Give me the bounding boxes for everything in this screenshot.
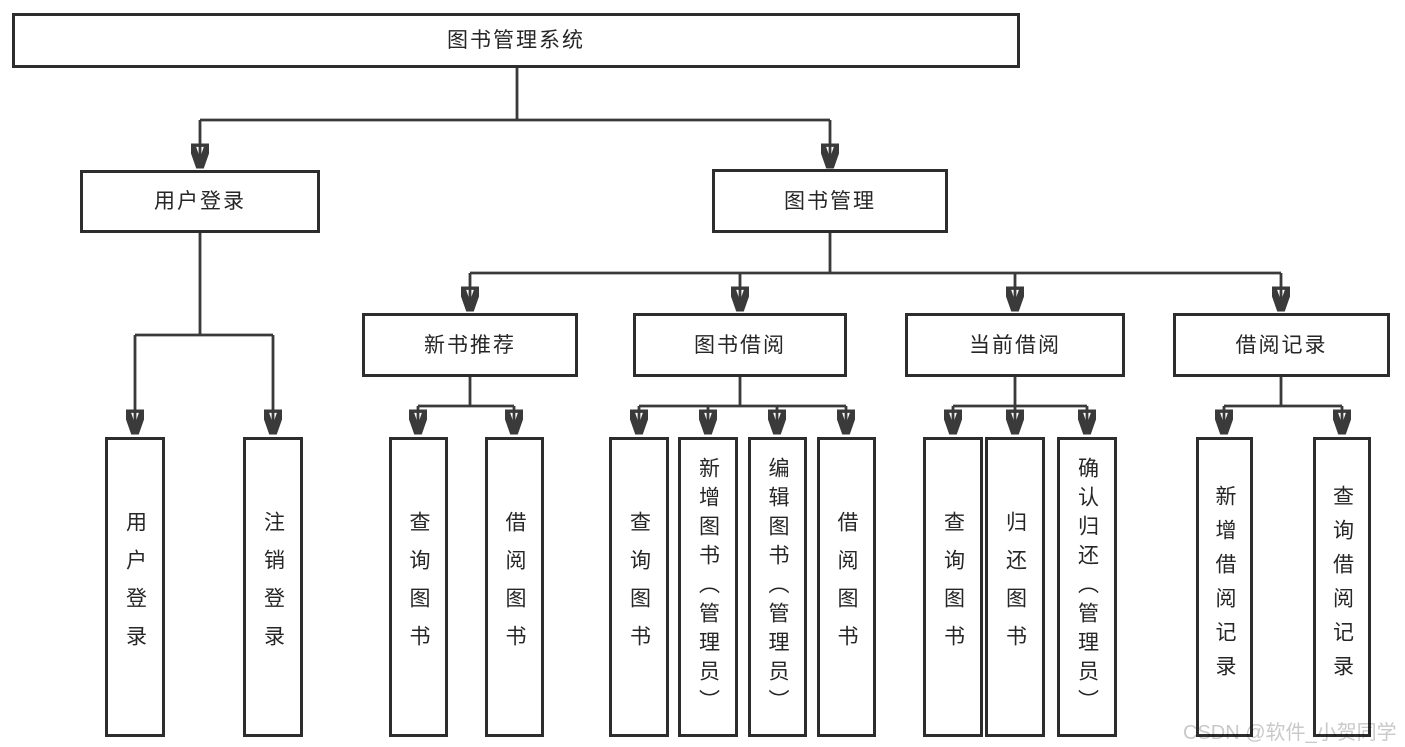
node-label: 用户登录 — [123, 511, 147, 663]
node-user-login: 用户登录 — [80, 170, 320, 233]
leaf-recommend-borrow-books: 借阅图书 — [485, 437, 544, 737]
leaf-current-query-books: 查询图书 — [923, 437, 983, 737]
node-new-book-recommendation: 新书推荐 — [362, 313, 578, 377]
node-book-management: 图书管理 — [712, 169, 948, 233]
node-label: 新书推荐 — [424, 333, 516, 357]
node-book-borrowing: 图书借阅 — [633, 313, 847, 377]
node-label: 用户登录 — [154, 190, 246, 213]
node-label: 图书借阅 — [694, 333, 786, 357]
node-library-management-system: 图书管理系统 — [12, 13, 1020, 68]
node-label: 注销登录 — [261, 511, 285, 663]
node-borrowing-records: 借阅记录 — [1173, 313, 1390, 377]
leaf-records-query-record: 查询借阅记录 — [1313, 437, 1371, 737]
node-label: 新增图书（管理员） — [696, 456, 720, 718]
csdn-watermark: CSDN @软件_小贺同学 — [1183, 722, 1397, 744]
node-label: 图书管理系统 — [447, 29, 585, 52]
leaf-borrowing-query-books: 查询图书 — [609, 437, 669, 737]
node-label: 编辑图书（管理员） — [766, 456, 789, 718]
node-label: 当前借阅 — [969, 333, 1061, 357]
node-current-borrowing: 当前借阅 — [905, 313, 1125, 377]
leaf-borrowing-add-books-admin: 新增图书（管理员） — [678, 437, 738, 737]
node-label: 图书管理 — [784, 189, 876, 213]
node-label: 查询图书 — [941, 511, 965, 663]
leaf-records-add-record: 新增借阅记录 — [1196, 437, 1253, 737]
leaf-current-confirm-return-admin: 确认归还（管理员） — [1057, 437, 1117, 737]
leaf-borrowing-borrow-books: 借阅图书 — [817, 437, 876, 737]
leaf-logout: 注销登录 — [243, 437, 303, 737]
leaf-user-login: 用户登录 — [105, 437, 165, 737]
node-label: 借阅图书 — [835, 511, 858, 663]
leaf-recommend-query-books: 查询图书 — [389, 437, 448, 737]
node-label: 归还图书 — [1003, 511, 1027, 663]
node-label: 借阅图书 — [503, 511, 526, 663]
leaf-borrowing-edit-books-admin: 编辑图书（管理员） — [748, 437, 807, 737]
node-label: 查询图书 — [627, 511, 651, 663]
node-label: 确认归还（管理员） — [1075, 456, 1099, 718]
leaf-current-return-books: 归还图书 — [985, 437, 1045, 737]
node-label: 借阅记录 — [1235, 333, 1328, 357]
node-label: 新增借阅记录 — [1213, 485, 1236, 689]
node-label: 查询图书 — [407, 511, 430, 663]
node-label: 查询借阅记录 — [1330, 485, 1354, 689]
